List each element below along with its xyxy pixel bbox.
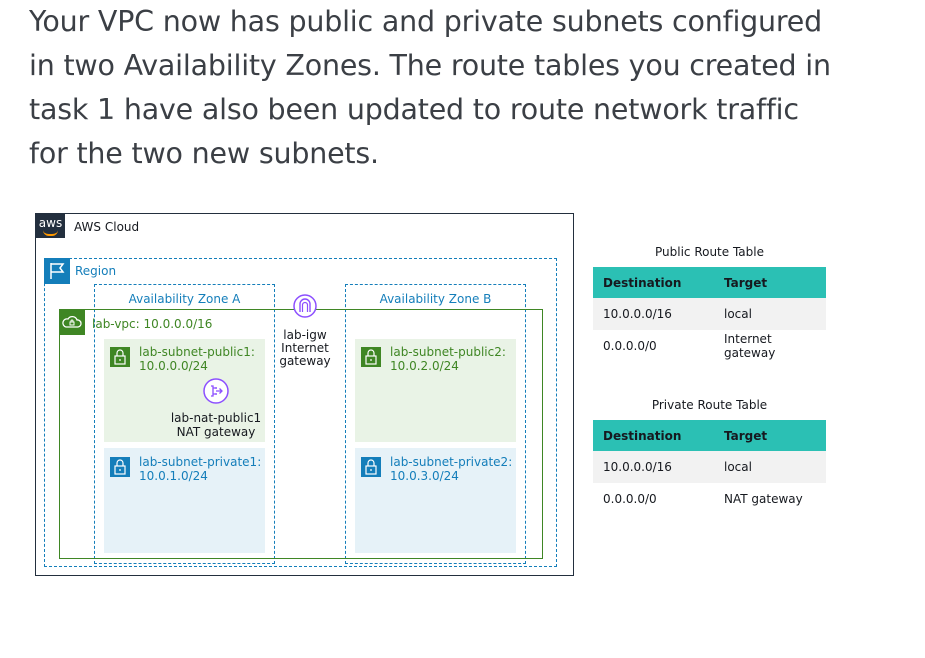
table-header-row: Destination Target (593, 267, 826, 298)
subnet-public2 (355, 339, 516, 442)
table-row: 10.0.0.0/16 local (593, 298, 826, 330)
intro-line: task 1 have also been updated to route n… (29, 93, 799, 126)
column-header-destination: Destination (593, 420, 714, 451)
private-route-table-title: Private Route Table (651, 398, 768, 412)
subnet-public1-label: lab-subnet-public1: 10.0.0.0/24 (139, 345, 255, 373)
subnet-private1 (104, 448, 265, 553)
target-cell: local (714, 298, 826, 330)
az-b-label: Availability Zone B (379, 292, 492, 306)
vpc-label: lab-vpc: 10.0.0.0/16 (92, 317, 213, 331)
subnet-cidr: 10.0.1.0/24 (139, 469, 208, 483)
nat-gateway-label: lab-nat-public1 NAT gateway (156, 411, 276, 439)
region-flag-icon (44, 258, 70, 284)
subnet-cidr: 10.0.2.0/24 (390, 359, 459, 373)
target-cell: NAT gateway (724, 492, 803, 506)
lock-icon (110, 457, 130, 477)
internet-gateway-label: lab-igw Internet gateway (274, 329, 336, 368)
column-header-target: Target (714, 420, 826, 451)
table-header-row: Destination Target (593, 420, 826, 451)
nat-gateway-icon (203, 378, 229, 404)
aws-smile-mark (43, 230, 58, 236)
column-header-destination: Destination (593, 267, 714, 298)
public-route-table-title: Public Route Table (654, 245, 764, 259)
table-row: 0.0.0.0/0 NAT gateway (593, 483, 826, 515)
subnet-public1 (104, 339, 265, 442)
subnet-name: lab-subnet-private1: (139, 455, 262, 469)
az-a-label: Availability Zone A (128, 292, 241, 306)
subnet-private1-label: lab-subnet-private1: 10.0.1.0/24 (139, 455, 261, 483)
destination-cell: 10.0.0.0/16 (593, 451, 714, 483)
internet-gateway-icon (293, 294, 317, 318)
subnet-cidr: 10.0.3.0/24 (390, 469, 459, 483)
subnet-name: lab-subnet-public1: (139, 345, 255, 359)
column-header-target: Target (714, 267, 826, 298)
public-route-table: Destination Target 10.0.0.0/16 local 0.0… (593, 267, 826, 362)
intro-line: in two Availability Zones. The route tab… (29, 49, 831, 82)
subnet-public2-label: lab-subnet-public2: 10.0.2.0/24 (390, 345, 506, 373)
target-cell: local (714, 451, 826, 483)
aws-logo: aws (36, 214, 65, 238)
region-label: Region (75, 264, 117, 278)
intro-paragraph: Your VPC now has public and private subn… (29, 0, 859, 176)
table-row: 0.0.0.0/0 Internet gateway (593, 330, 826, 362)
nat-type: NAT gateway (176, 425, 256, 439)
vpc-architecture-diagram: aws AWS Cloud Region Availability Zone A… (35, 213, 574, 576)
igw-name: lab-igw (283, 328, 327, 342)
target-cell: Internet gateway (724, 332, 776, 360)
table-row: 10.0.0.0/16 local (593, 451, 826, 483)
subnet-cidr: 10.0.0.0/24 (139, 359, 208, 373)
aws-cloud-label: AWS Cloud (74, 220, 140, 234)
subnet-name: lab-subnet-private2: (390, 455, 513, 469)
subnet-name: lab-subnet-public2: (390, 345, 506, 359)
lock-icon (361, 347, 381, 367)
intro-line: for the two new subnets. (29, 137, 379, 170)
subnet-private2 (355, 448, 516, 553)
intro-line: Your VPC now has public and private subn… (29, 5, 823, 38)
igw-type-line1: Internet (281, 341, 329, 355)
igw-type-line2: gateway (279, 354, 331, 368)
destination-cell: 0.0.0.0/0 (603, 492, 657, 506)
lock-icon (110, 347, 130, 367)
aws-logo-text: aws (38, 216, 63, 230)
subnet-private2-label: lab-subnet-private2: 10.0.3.0/24 (390, 455, 512, 483)
region-boundary (44, 258, 557, 567)
destination-cell: 0.0.0.0/0 (603, 339, 657, 353)
vpc-cloud-icon (59, 309, 85, 335)
nat-name: lab-nat-public1 (170, 411, 262, 425)
availability-zone-b (345, 284, 526, 564)
availability-zone-a (94, 284, 275, 564)
private-route-table: Destination Target 10.0.0.0/16 local 0.0… (593, 420, 826, 515)
destination-cell: 10.0.0.0/16 (593, 298, 714, 330)
lock-icon (361, 457, 381, 477)
